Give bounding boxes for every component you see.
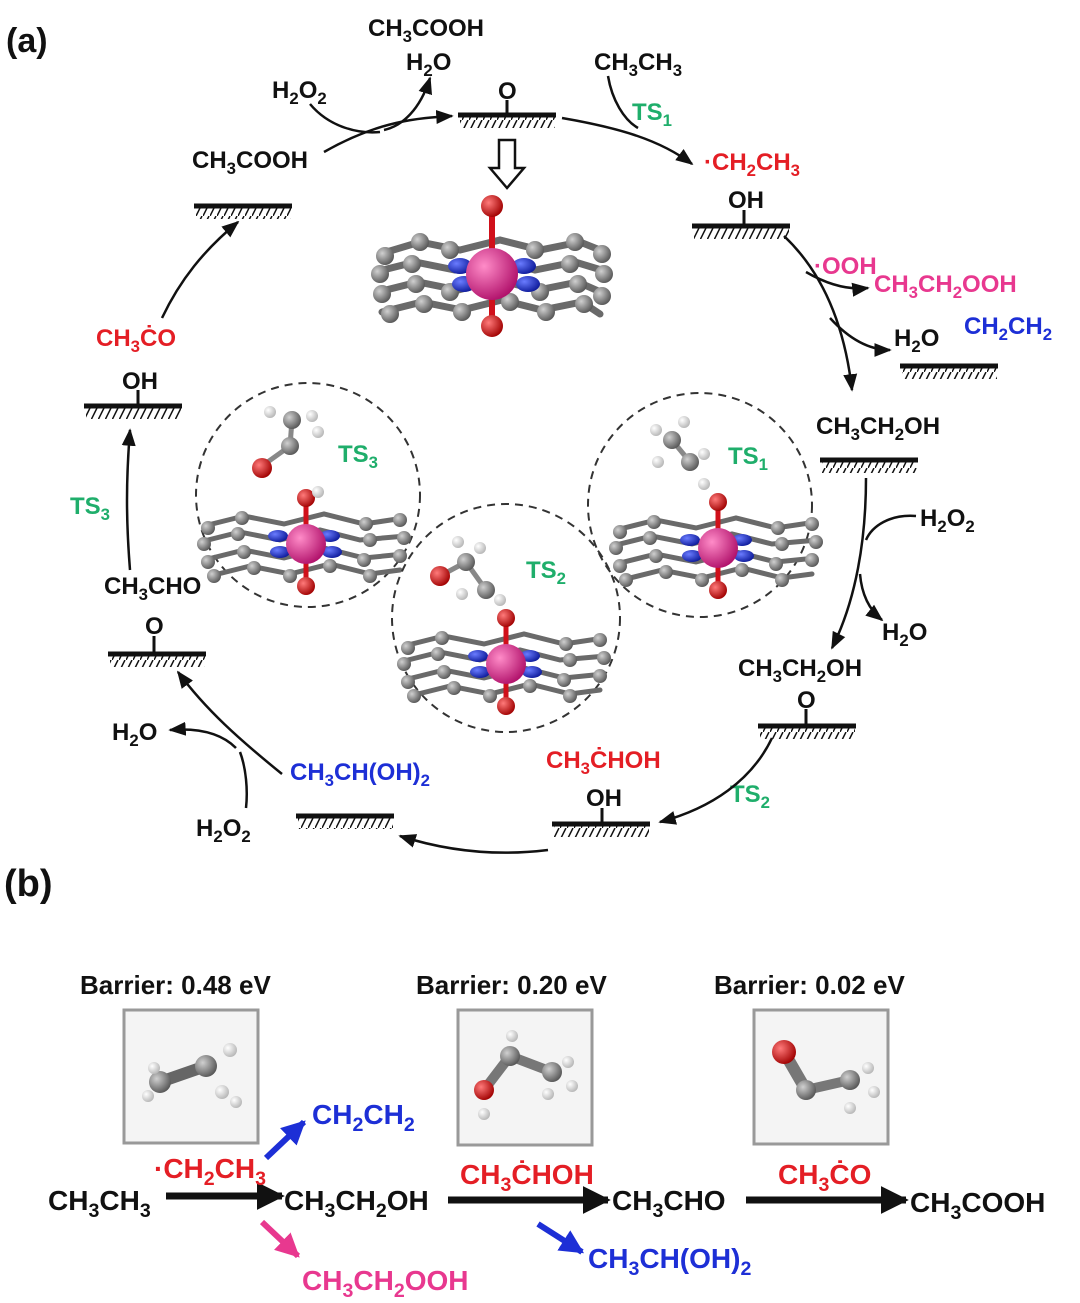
svg-text:O: O <box>145 613 164 640</box>
panel-b-label: (b) <box>4 863 53 905</box>
inset-ts3-label: TS3 <box>338 441 378 472</box>
chain-acetaldehyde: CH3CHO <box>612 1185 726 1222</box>
arrow-acetaldehyde-to-acetyl <box>121 428 136 571</box>
arrow-to-diol-b <box>536 1221 585 1255</box>
inset-ts2-label: TS2 <box>526 557 566 588</box>
arrow-acetyl-to-acid <box>160 220 240 319</box>
ts3-label-main: TS3 <box>70 493 110 524</box>
chain-ethanol: CH3CH2OH <box>284 1185 429 1222</box>
arrow-h2o2-in-2 <box>864 514 917 541</box>
diol-label: CH3CH(OH)2 <box>290 759 430 790</box>
arrow-h2o-out-3 <box>168 721 237 749</box>
top-oxidant: H2O2 <box>272 77 327 108</box>
barrier-2: Barrier: 0.20 eV <box>416 970 607 1000</box>
intermediate-acetyl: CH3ĊO <box>778 1159 871 1196</box>
panel-a-label: (a) <box>6 22 48 60</box>
arrow-to-water <box>829 317 892 357</box>
ethanol-o-site: O <box>758 687 856 739</box>
top-product: CH3COOH <box>368 15 484 46</box>
ethane-label: CH3CH3 <box>594 49 682 80</box>
arrow-ethyl-to-ethanol <box>783 235 858 392</box>
arrow-to-hydroperoxide <box>805 270 870 297</box>
intermediate-hydroxyethyl: CH3ĊHOH <box>460 1159 594 1196</box>
arrow-to-ethylene <box>263 1119 307 1161</box>
arrow-to-hydroxyethyl <box>658 737 774 825</box>
branch-water-label: H2O <box>894 325 939 356</box>
svg-text:OH: OH <box>586 785 622 812</box>
ts1-label: TS1 <box>632 99 672 130</box>
arrow-diol-to-acetaldehyde <box>176 670 283 775</box>
ethyl-hydroperoxide-label: CH3CH2OOH <box>874 271 1017 302</box>
arrow-to-diol <box>398 834 549 854</box>
arrow-h2o-out-2 <box>858 573 884 622</box>
side-diol: CH3CH(OH)2 <box>588 1243 751 1280</box>
barrier-3: Barrier: 0.02 eV <box>714 970 905 1000</box>
diol-oxidant-label: H2O2 <box>196 815 251 846</box>
arrow-ethanol-to-ethanol-o <box>830 477 868 650</box>
inset-ts1: TS1 <box>587 392 823 618</box>
arrow-acid-to-site <box>323 109 454 154</box>
svg-text:OH: OH <box>728 187 764 214</box>
intermediate-ethyl: ·CH2CH3 <box>154 1153 266 1190</box>
chain-ethane: CH3CH3 <box>48 1185 151 1222</box>
acid-site <box>194 203 292 219</box>
acid-site-label: CH3COOH <box>192 147 308 178</box>
hollow-down-arrow <box>487 138 527 190</box>
catalyst-model <box>371 195 613 337</box>
arrow-h2o-out <box>383 76 432 132</box>
diol-water-label: H2O <box>112 719 157 750</box>
barrier-1: Barrier: 0.48 eV <box>80 970 271 1000</box>
ethyl-site-oh: OH <box>692 187 790 239</box>
side-ethylene: CH2CH2 <box>312 1099 415 1136</box>
acetyl-label: CH3ĊO <box>96 325 176 356</box>
structure-box-3 <box>752 1008 890 1146</box>
chain-acetic-acid: CH3COOH <box>910 1187 1045 1224</box>
svg-text:OH: OH <box>122 368 158 395</box>
top-water: H2O <box>406 49 451 80</box>
ethyl-radical-label: ·CH2CH3 <box>704 149 800 180</box>
top-site-group: O <box>498 78 517 105</box>
arrow-h2o2-in <box>309 103 381 134</box>
inset-ts3: TS3 <box>196 382 421 608</box>
acetyl-site-oh: OH <box>84 368 182 419</box>
arrow-to-hydroperoxide-b <box>259 1219 301 1259</box>
arrow-ethane-in <box>606 75 639 130</box>
svg-text:O: O <box>797 687 816 714</box>
acetaldehyde-label: CH3CHO <box>104 573 201 604</box>
hydroxyethyl-label: CH3ĊHOH <box>546 747 661 778</box>
structure-box-2 <box>456 1008 594 1147</box>
arrow-site-to-ethyl <box>561 116 694 166</box>
diol-site <box>296 813 394 829</box>
structure-box-1 <box>122 1008 260 1145</box>
side-hydroperoxide: CH3CH2OOH <box>302 1265 469 1298</box>
ethanol-site <box>820 457 918 473</box>
arrow-h2o2-in-3 <box>238 751 248 809</box>
ooh-radical-label: ·OOH <box>814 253 877 280</box>
inset-ts2: TS2 <box>391 503 621 733</box>
top-site-o: O <box>458 78 556 128</box>
ethanol-label: CH3CH2OH <box>816 413 940 444</box>
ethanol-water-label: H2O <box>882 619 927 650</box>
hydroxyethyl-site-oh: OH <box>552 785 650 837</box>
ethanol-oxidant-label: H2O2 <box>920 505 975 536</box>
ethanol-o-label: CH3CH2OH <box>738 655 862 686</box>
acetaldehyde-site-o: O <box>108 613 206 667</box>
ethylene-label: CH2CH2 <box>964 313 1052 344</box>
inset-ts1-label: TS1 <box>728 443 768 474</box>
ethylene-site <box>900 363 998 379</box>
